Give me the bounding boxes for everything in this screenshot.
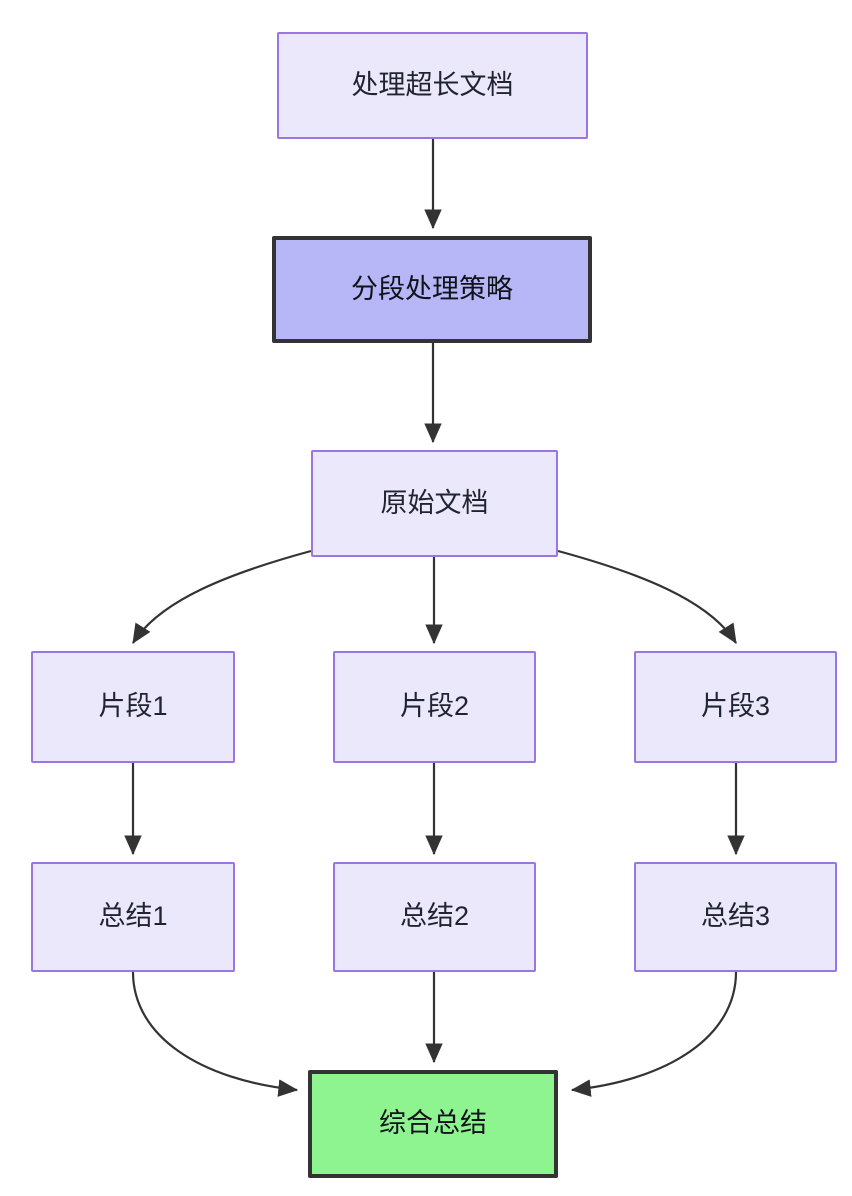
node-chunking-strategy[interactable]: 分段处理策略: [272, 236, 592, 343]
node-label: 片段3: [700, 691, 771, 722]
edge-n9-n10: [570, 971, 738, 1097]
node-label: 处理超长文档: [351, 69, 514, 100]
node-summary-1[interactable]: 总结1: [31, 862, 235, 972]
node-summary-3[interactable]: 总结3: [634, 862, 837, 972]
node-label: 片段1: [98, 691, 168, 722]
node-label: 分段处理策略: [351, 273, 513, 304]
node-fragment-2[interactable]: 片段2: [333, 651, 536, 763]
node-label: 原始文档: [380, 487, 489, 518]
node-label: 总结2: [399, 901, 470, 932]
node-process-long-document[interactable]: 处理超长文档: [277, 32, 588, 139]
node-label: 总结3: [700, 901, 771, 932]
node-final-summary[interactable]: 综合总结: [308, 1070, 558, 1178]
node-source-document[interactable]: 原始文档: [311, 450, 558, 557]
edge-n3-n6: [557, 549, 737, 644]
edge-n7-n10: [131, 971, 299, 1097]
node-label: 综合总结: [379, 1108, 487, 1139]
node-summary-2[interactable]: 总结2: [333, 862, 536, 972]
node-label: 片段2: [399, 691, 470, 722]
node-fragment-1[interactable]: 片段1: [31, 651, 235, 763]
node-fragment-3[interactable]: 片段3: [634, 651, 837, 763]
node-label: 总结1: [98, 901, 168, 932]
edge-n3-n4: [132, 549, 312, 644]
